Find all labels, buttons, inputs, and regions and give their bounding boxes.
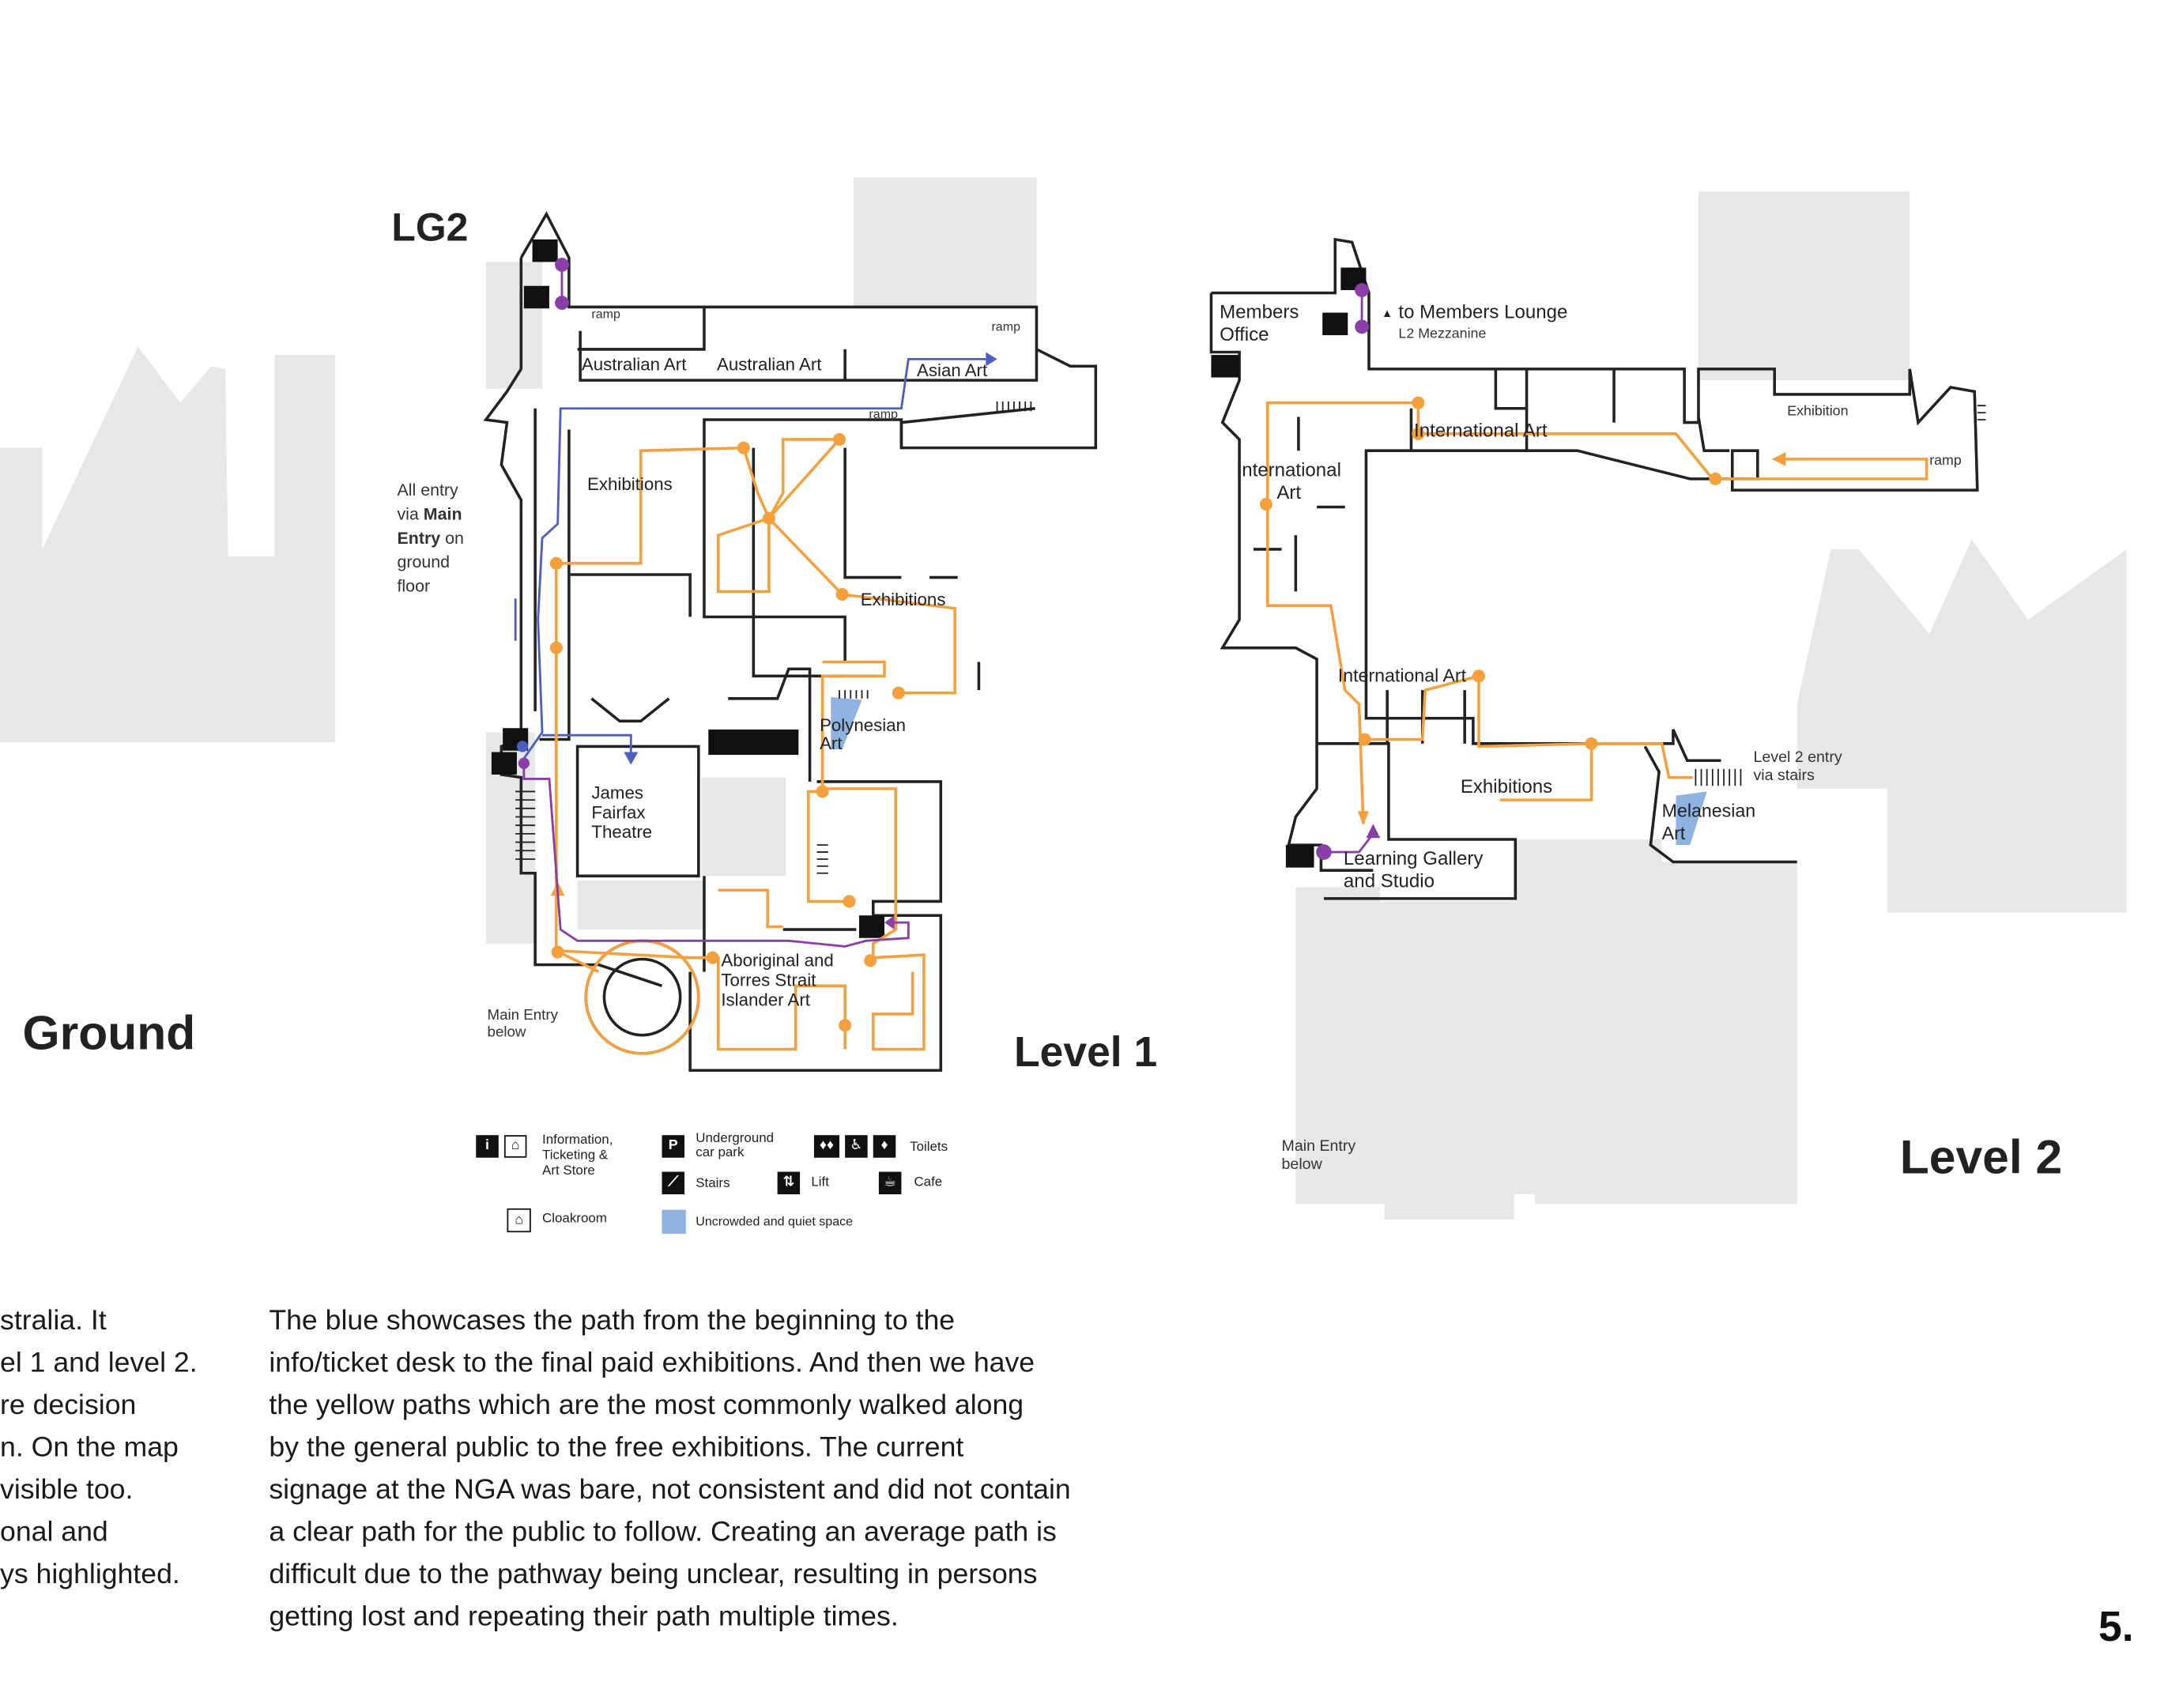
ramp-label: ramp [869, 406, 898, 421]
entry-note: All entry via Main Entry on ground floor [397, 480, 464, 596]
ground-level-label: Ground [22, 1007, 196, 1061]
level1-label: Level 1 [1013, 1029, 1158, 1076]
main-entry-note: Main Entry below [487, 1007, 558, 1041]
blue-path-markers [516, 352, 997, 765]
room-exhibition: Exhibition [1787, 404, 1849, 420]
room-australian-art: Australian Art [581, 355, 687, 375]
toilet-icon: ♦ [873, 1135, 896, 1158]
legend-quiet-space-label: Uncrowded and quiet space [696, 1213, 854, 1228]
room-international-art: International Art [1236, 458, 1341, 503]
room-international-art: International Art [1414, 420, 1548, 441]
legend-car-park-label: Underground car park [696, 1130, 775, 1161]
ramp-label: ramp [991, 319, 1021, 334]
room-polynesian-art: Polynesian Art [820, 715, 907, 754]
cloakroom-icon: ⌂ [507, 1208, 531, 1233]
purple-path-nodes [518, 258, 1381, 930]
yellow-path-nodes-lg2 [549, 432, 905, 1032]
gift-icon: ⌂ [503, 1135, 527, 1158]
room-melanesian-art: Melanesian Art [1661, 800, 1756, 844]
members-lounge-sublabel: L2 Mezzanine [1398, 326, 1487, 343]
lg2-walls [483, 211, 1098, 1073]
ground-level-backdrop [0, 177, 2127, 1220]
room-exhibitions: Exhibitions [1460, 775, 1553, 797]
info-icon: i [476, 1135, 499, 1158]
room-james-fairfax-theatre: James Fairfax Theatre [591, 782, 653, 843]
legend-lift-label: Lift [811, 1174, 829, 1190]
main-entry-note: Main Entry below [1281, 1137, 1356, 1174]
members-lounge-label: to Members Lounge [1398, 301, 1568, 323]
yellow-paths-lg2 [555, 438, 956, 1055]
quiet-space-areas [831, 697, 1707, 846]
legend-stairs-label: Stairs [696, 1175, 730, 1192]
room-asian-art: Asian Art [917, 360, 988, 381]
stairs-icon: ⟋ [662, 1171, 685, 1195]
legend-toilets-label: Toilets [910, 1139, 948, 1156]
legend-cafe-label: Cafe [914, 1174, 943, 1190]
cafe-icon: ☕ [878, 1171, 902, 1195]
room-members-office: Members Office [1220, 301, 1299, 345]
main-paragraph: The blue showcases the path from the beg… [269, 1305, 1071, 1633]
map-facility-icons [491, 239, 1986, 938]
room-aboriginal-art: Aboriginal and Torres Strait Islander Ar… [721, 950, 834, 1010]
room-australian-art: Australian Art [716, 355, 822, 375]
legend-info-label: Information, Ticketing & Art Store [542, 1132, 613, 1179]
up-arrow-icon: ▲ [1382, 307, 1393, 320]
room-international-art: International Art [1337, 665, 1467, 686]
page-number: 5. [2098, 1604, 2134, 1651]
car-park-icon: P [662, 1135, 685, 1158]
accessible-icon: ♿ [845, 1135, 868, 1158]
legend-cloakroom-label: Cloakroom [542, 1211, 607, 1227]
quiet-space-swatch [662, 1209, 686, 1234]
room-learning-gallery: Learning Gallery and Studio [1343, 847, 1484, 892]
lg2-level-label: LG2 [391, 205, 469, 250]
lift-icon: ⇅ [777, 1171, 801, 1195]
yellow-path-nodes-level2 [1259, 396, 1786, 826]
ramp-label: ramp [591, 307, 620, 322]
ramp-label: ramp [1929, 453, 1962, 469]
toilets-icon: ♦♦ [813, 1135, 840, 1158]
level2-entry-note: Level 2 entry via stairs [1753, 748, 1842, 785]
level2-label: Level 2 [1899, 1130, 2063, 1185]
left-column-text: stralia. It el 1 and level 2. re decisio… [0, 1305, 198, 1590]
room-exhibitions: Exhibitions [860, 590, 946, 610]
room-exhibitions: Exhibitions [587, 474, 673, 495]
